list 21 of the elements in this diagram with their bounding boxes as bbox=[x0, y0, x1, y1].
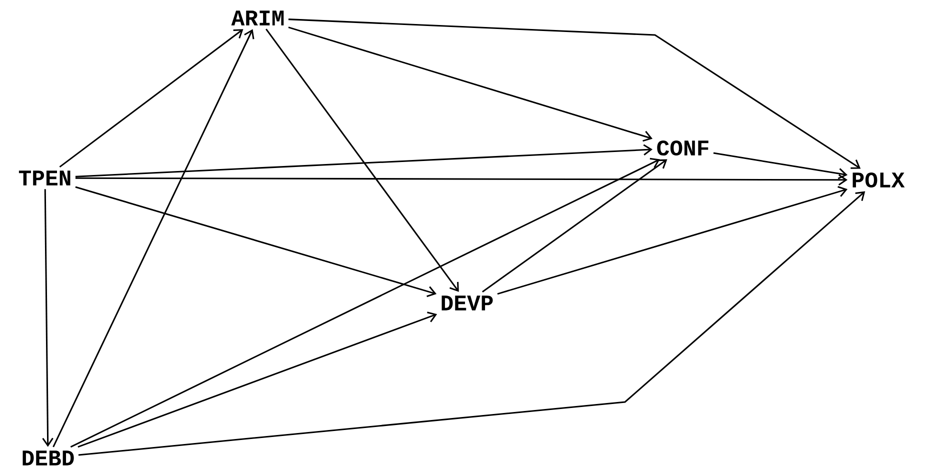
arrow bbox=[75, 186, 437, 298]
node-label: POLX bbox=[852, 172, 905, 188]
node-label: ARIM bbox=[231, 10, 284, 26]
arrow bbox=[713, 152, 848, 180]
arrow bbox=[78, 191, 866, 456]
arrow bbox=[70, 158, 660, 448]
arrow bbox=[75, 144, 653, 178]
arrow bbox=[288, 18, 861, 169]
arrow bbox=[266, 28, 459, 292]
node-label: CONF bbox=[657, 140, 708, 156]
arrow bbox=[288, 26, 653, 142]
arrow bbox=[75, 174, 848, 186]
arrow bbox=[59, 29, 244, 168]
node-label: TPEN bbox=[18, 170, 70, 186]
arrow bbox=[482, 159, 668, 293]
node-label: DEBD bbox=[22, 450, 74, 466]
arrow bbox=[52, 29, 254, 448]
arrow bbox=[497, 186, 848, 295]
node-label: DEVP bbox=[442, 296, 493, 310]
arrow bbox=[42, 189, 54, 447]
arrow bbox=[78, 312, 438, 448]
